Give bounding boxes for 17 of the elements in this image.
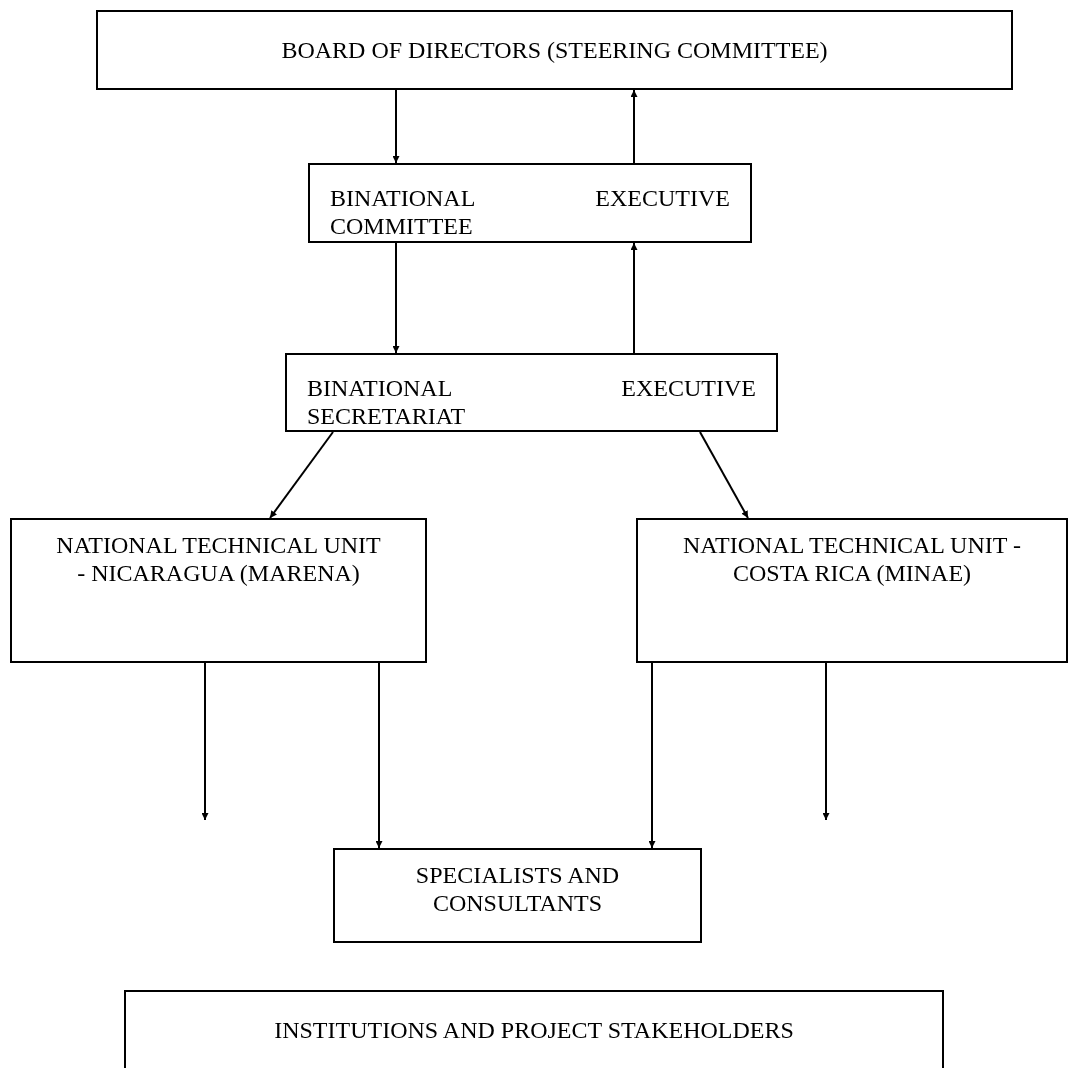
org-box: INSTITUTIONS AND PROJECT STAKEHOLDERS (124, 990, 944, 1068)
org-box: NATIONAL TECHNICAL UNIT - COSTA RICA (MINAE) (636, 518, 1068, 663)
arrow (269, 431, 334, 519)
arrow (630, 89, 638, 164)
arrow (630, 242, 638, 354)
arrow (392, 242, 400, 354)
arrow (822, 662, 830, 821)
org-box: BINATIONAL EXECUTIVE SECRETARIAT (285, 353, 778, 432)
org-box: BOARD OF DIRECTORS (STEERING COMMITTEE) (96, 10, 1013, 90)
arrow (392, 89, 400, 164)
arrow (201, 662, 209, 821)
org-box: SPECIALISTS AND CONSULTANTS (333, 848, 702, 943)
org-box: NATIONAL TECHNICAL UNIT - NICARAGUA (MARENA) (10, 518, 427, 663)
arrow (375, 662, 383, 849)
org-box: BINATIONAL EXECUTIVE COMMITTEE (308, 163, 752, 243)
arrow (699, 431, 749, 519)
arrow (648, 662, 656, 849)
